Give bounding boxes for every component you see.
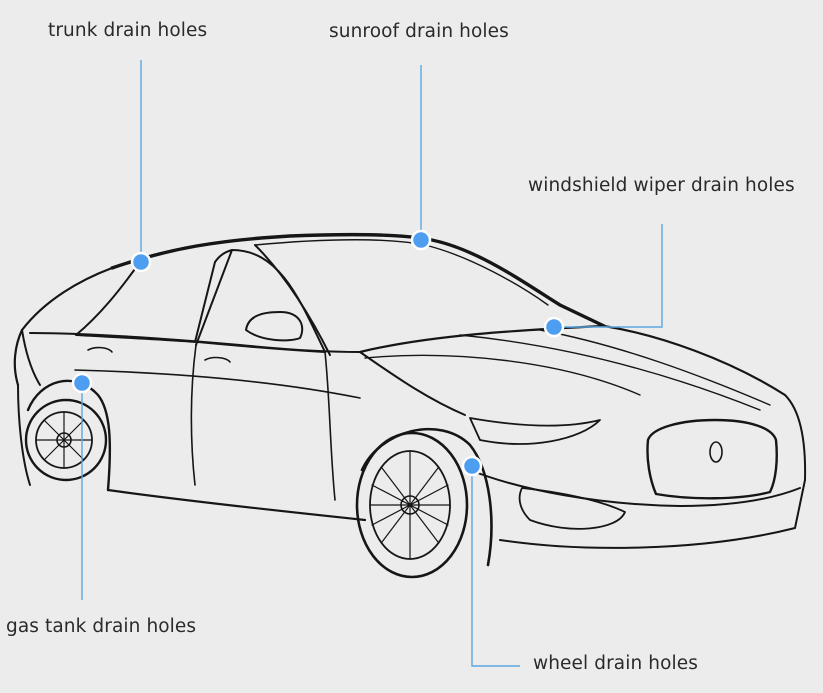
marker-dots [71, 229, 565, 477]
car-roof-inner [254, 239, 549, 306]
car-roofline [110, 232, 606, 328]
marker-trunk-drain [130, 251, 152, 273]
car-hood-crease-3 [539, 329, 771, 406]
car-grille [646, 418, 778, 500]
car-door-seam-front [324, 351, 336, 501]
label-windshield-wiper-drain-holes: windshield wiper drain holes [528, 175, 795, 196]
car-rear-tire [24, 398, 108, 482]
car-rear-spokes [35, 411, 93, 469]
car-front-lip [499, 479, 806, 549]
car-front-tire [355, 431, 469, 579]
car-front-fender [359, 351, 466, 416]
car-lower-intake [518, 487, 626, 530]
car-outline [13, 232, 807, 579]
leader-lines [81, 60, 663, 667]
car-front-spokes [369, 450, 451, 560]
label-gas-tank-drain-holes: gas tank drain holes [6, 616, 197, 637]
car-hood [358, 324, 787, 397]
car-a-pillar [254, 244, 331, 356]
car-rear-wheel-arch [26, 379, 112, 492]
leader-wheel [471, 466, 520, 667]
marker-wiper-drain [543, 316, 565, 338]
leader-wiper [554, 224, 663, 328]
car-side-mirror [245, 311, 304, 342]
label-trunk-drain-holes: trunk drain holes [48, 20, 208, 41]
label-sunroof-drain-holes: sunroof drain holes [329, 21, 509, 42]
marker-wheel-drain [461, 455, 483, 477]
car-rear-bumper [17, 384, 31, 486]
car-headlight [469, 417, 601, 445]
marker-sunroof-drain [410, 229, 432, 251]
car-hood-crease-2 [459, 334, 761, 411]
car-grille-badge [709, 441, 723, 463]
car-door-handle-rear [87, 346, 113, 353]
label-wheel-drain-holes: wheel drain holes [533, 653, 698, 674]
car-body-crease [74, 369, 361, 399]
car-sill [106, 488, 367, 522]
car-door-handle-front [204, 356, 231, 363]
car-hood-crease-1 [364, 354, 641, 396]
car-rear-end [21, 329, 41, 386]
car-front-bumper [469, 469, 801, 507]
car-shoulder-line [29, 332, 361, 353]
car-trunk [13, 266, 114, 387]
car-door-seam-rear [190, 344, 197, 486]
marker-gastank-drain [71, 372, 93, 394]
car-right-corner [784, 394, 807, 481]
